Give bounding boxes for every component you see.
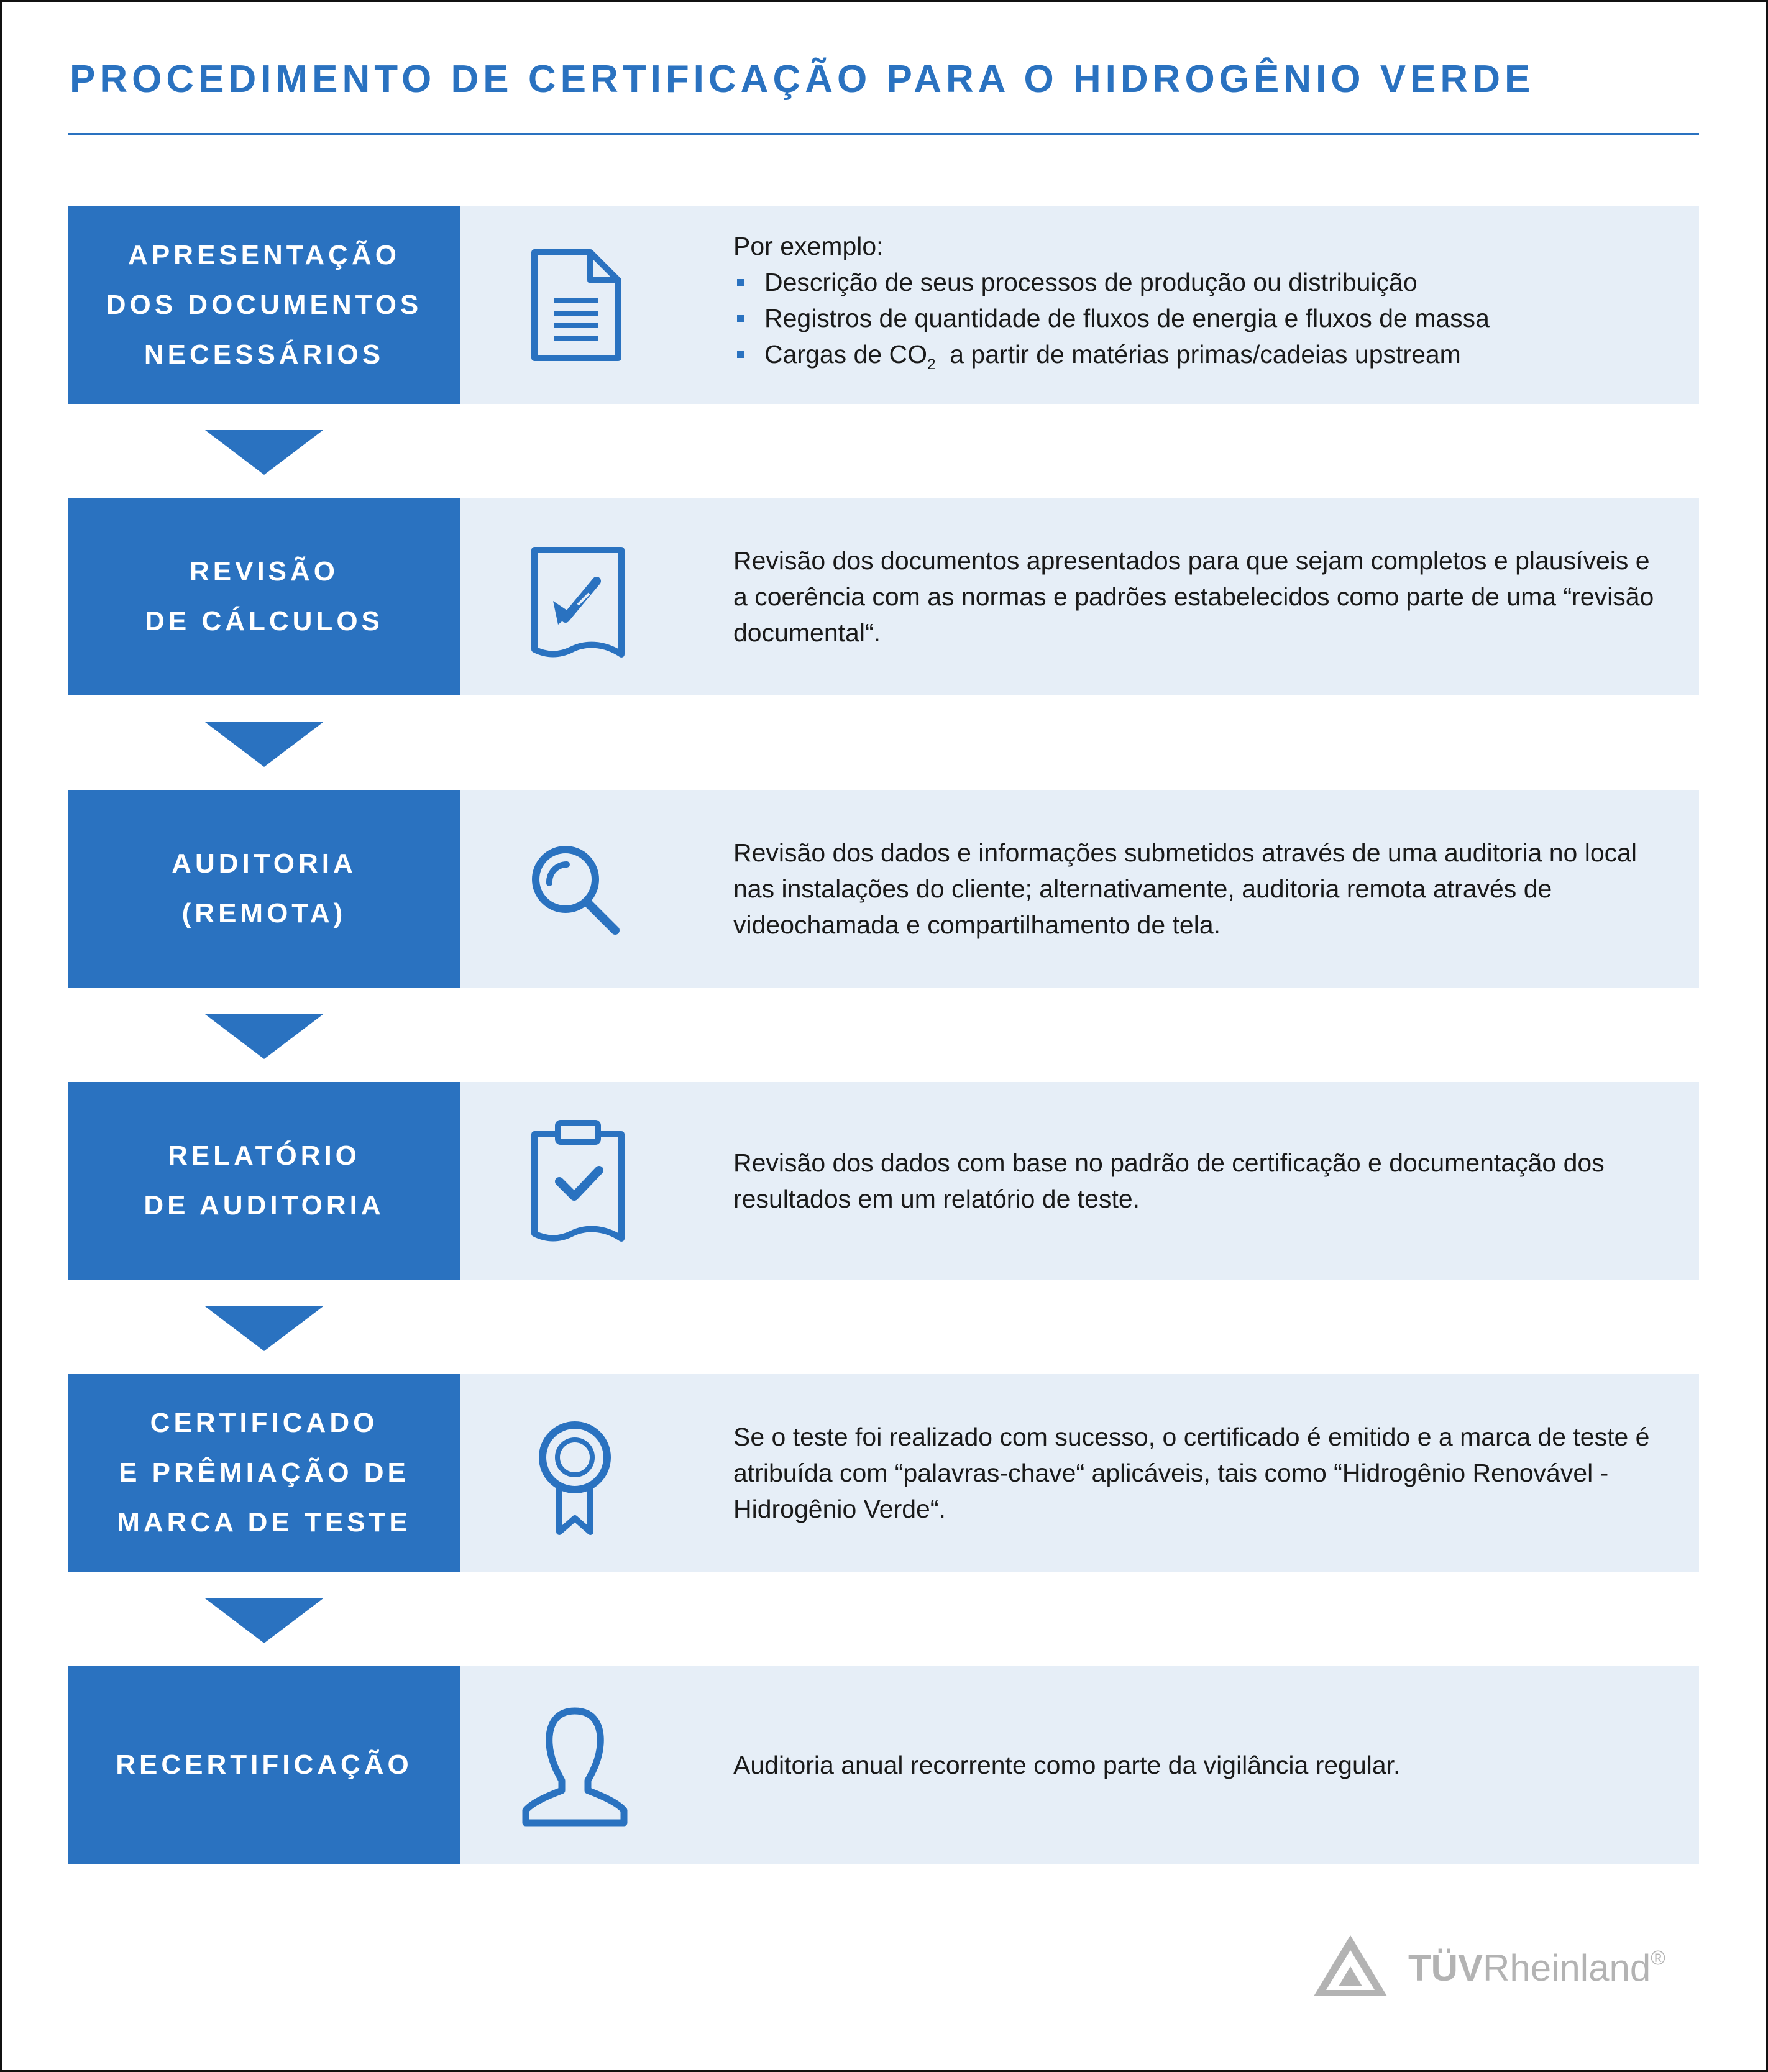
person-icon	[522, 1707, 628, 1827]
co2-subscript: 2	[927, 355, 936, 373]
step-text: Revisão dos dados com base no padrão de …	[733, 1148, 1605, 1213]
examples-intro: Por exemplo:	[733, 231, 884, 260]
step-description: Por exemplo: Descrição de seus processos…	[733, 206, 1656, 404]
step-text: Revisão dos dados e informações submetid…	[733, 838, 1637, 939]
step-label-box: REVISÃO DE CÁLCULOS	[68, 498, 460, 695]
step-description: Auditoria anual recorrente como parte da…	[733, 1666, 1656, 1864]
title-underline	[68, 133, 1699, 135]
clipboard-check-icon	[531, 1120, 625, 1242]
step-label: CERTIFICADO E PRÊMIAÇÃO DE MARCA DE TEST…	[117, 1408, 411, 1538]
step-label-box: RECERTIFICAÇÃO	[68, 1666, 460, 1864]
step-description-panel: Revisão dos documentos apresentados para…	[460, 498, 1699, 695]
flow-arrow-down-icon	[205, 722, 323, 767]
logo-brand-bold: TÜV	[1408, 1947, 1483, 1989]
step-description-panel: Revisão dos dados com base no padrão de …	[460, 1082, 1699, 1280]
list-item: Registros de quantidade de fluxos de ene…	[733, 300, 1656, 336]
list-item-co2: Cargas de CO2 a partir de matérias prima…	[733, 336, 1656, 383]
tuv-triangle-logo-icon	[1314, 1935, 1387, 1996]
step-text: Auditoria anual recorrente como parte da…	[733, 1751, 1401, 1779]
step-description: Revisão dos dados e informações submetid…	[733, 790, 1656, 988]
co2-prefix: Cargas de CO	[764, 339, 928, 369]
step-audit-report: RELATÓRIO DE AUDITORIA Revisão dos dados…	[68, 1082, 1699, 1280]
step-description-panel: Por exemplo: Descrição de seus processos…	[460, 206, 1699, 404]
page-title: PROCEDIMENTO DE CERTIFICAÇÃO PARA O HIDR…	[70, 58, 1535, 101]
step-document-submission: APRESENTAÇÃO DOS DOCUMENTOS NECESSÁRIOS …	[68, 206, 1699, 404]
document-icon	[531, 249, 621, 361]
tuv-rheinland-logo: TÜVRheinland®	[1310, 1932, 1708, 2000]
step-text: Revisão dos documentos apresentados para…	[733, 546, 1654, 647]
step-label: REVISÃO DE CÁLCULOS	[145, 556, 383, 636]
step-label-box: RELATÓRIO DE AUDITORIA	[68, 1082, 460, 1280]
step-label-box: AUDITORIA (REMOTA)	[68, 790, 460, 988]
magnifier-icon	[532, 846, 620, 935]
step-remote-audit: AUDITORIA (REMOTA) Revisão dos dados e i…	[68, 790, 1699, 988]
logo-registered-mark: ®	[1651, 1946, 1665, 1969]
flow-arrow-down-icon	[205, 1014, 323, 1059]
award-ribbon-icon	[539, 1421, 611, 1535]
flow-arrow-down-icon	[205, 1598, 323, 1643]
step-description-panel: Revisão dos dados e informações submetid…	[460, 790, 1699, 988]
document-check-icon	[531, 547, 625, 658]
step-description: Revisão dos dados com base no padrão de …	[733, 1082, 1656, 1280]
step-recertification: RECERTIFICAÇÃO Auditoria anual recorrent…	[68, 1666, 1699, 1864]
step-label-box: APRESENTAÇÃO DOS DOCUMENTOS NECESSÁRIOS	[68, 206, 460, 404]
step-description: Revisão dos documentos apresentados para…	[733, 498, 1656, 695]
step-certificate-award: CERTIFICADO E PRÊMIAÇÃO DE MARCA DE TEST…	[68, 1374, 1699, 1572]
step-description: Se o teste foi realizado com sucesso, o …	[733, 1374, 1656, 1572]
step-label: AUDITORIA (REMOTA)	[172, 848, 357, 928]
step-description-panel: Auditoria anual recorrente como parte da…	[460, 1666, 1699, 1864]
examples-list: Descrição de seus processos de produção …	[733, 264, 1656, 383]
logo-wordmark: TÜVRheinland®	[1408, 1946, 1665, 1989]
flow-arrow-down-icon	[205, 1306, 323, 1351]
step-label: RELATÓRIO DE AUDITORIA	[144, 1140, 385, 1221]
step-label: APRESENTAÇÃO DOS DOCUMENTOS NECESSÁRIOS	[106, 240, 423, 370]
step-description-panel: Se o teste foi realizado com sucesso, o …	[460, 1374, 1699, 1572]
co2-suffix: a partir de matérias primas/cadeias upst…	[935, 339, 1461, 369]
step-calculation-review: REVISÃO DE CÁLCULOS Revisão dos document…	[68, 498, 1699, 695]
step-text: Se o teste foi realizado com sucesso, o …	[733, 1423, 1650, 1523]
logo-brand-light: Rheinland	[1483, 1947, 1651, 1989]
list-item: Descrição de seus processos de produção …	[733, 264, 1656, 300]
step-label: RECERTIFICAÇÃO	[116, 1749, 413, 1780]
step-label-box: CERTIFICADO E PRÊMIAÇÃO DE MARCA DE TEST…	[68, 1374, 460, 1572]
flow-arrow-down-icon	[205, 430, 323, 475]
